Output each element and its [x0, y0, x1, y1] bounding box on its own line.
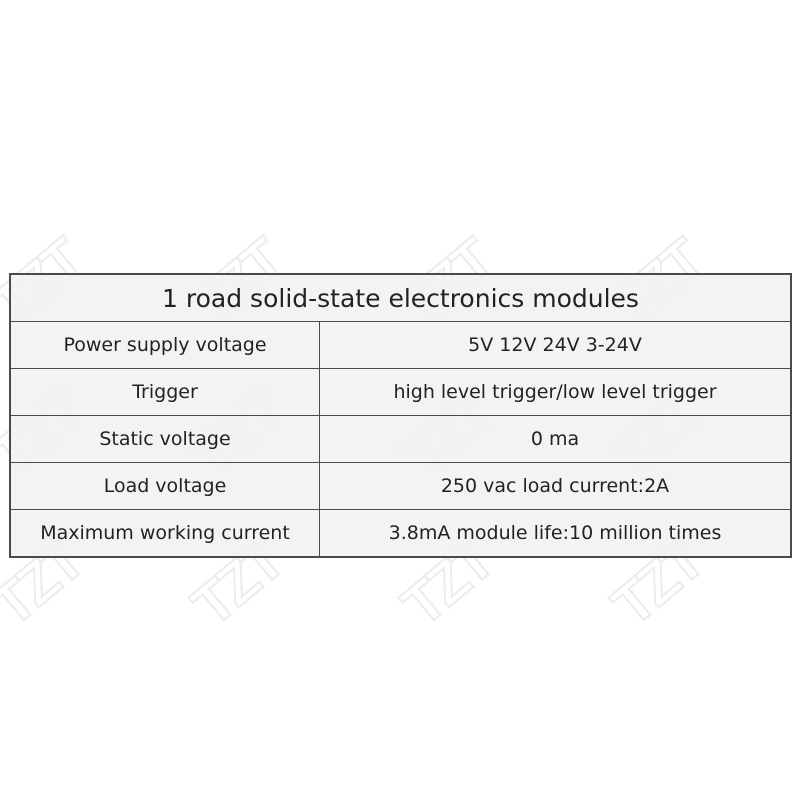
row-label: Power supply voltage	[9, 321, 320, 369]
spec-table: 1 road solid-state electronics modules P…	[9, 273, 792, 558]
table-row: Maximum working current 3.8mA module lif…	[9, 509, 792, 558]
row-value: 5V 12V 24V 3-24V	[319, 321, 792, 369]
row-value: high level trigger/low level trigger	[319, 368, 792, 416]
table-title: 1 road solid-state electronics modules	[9, 273, 792, 322]
row-label: Trigger	[9, 368, 320, 416]
table-row: Static voltage 0 ma	[9, 415, 792, 463]
row-label: Static voltage	[9, 415, 320, 463]
table-row: Power supply voltage 5V 12V 24V 3-24V	[9, 321, 792, 369]
row-label: Load voltage	[9, 462, 320, 510]
table-row: Load voltage 250 vac load current:2A	[9, 462, 792, 510]
row-value: 3.8mA module life:10 million times	[319, 509, 792, 558]
row-value: 0 ma	[319, 415, 792, 463]
row-label: Maximum working current	[9, 509, 320, 558]
row-value: 250 vac load current:2A	[319, 462, 792, 510]
table-row: Trigger high level trigger/low level tri…	[9, 368, 792, 416]
